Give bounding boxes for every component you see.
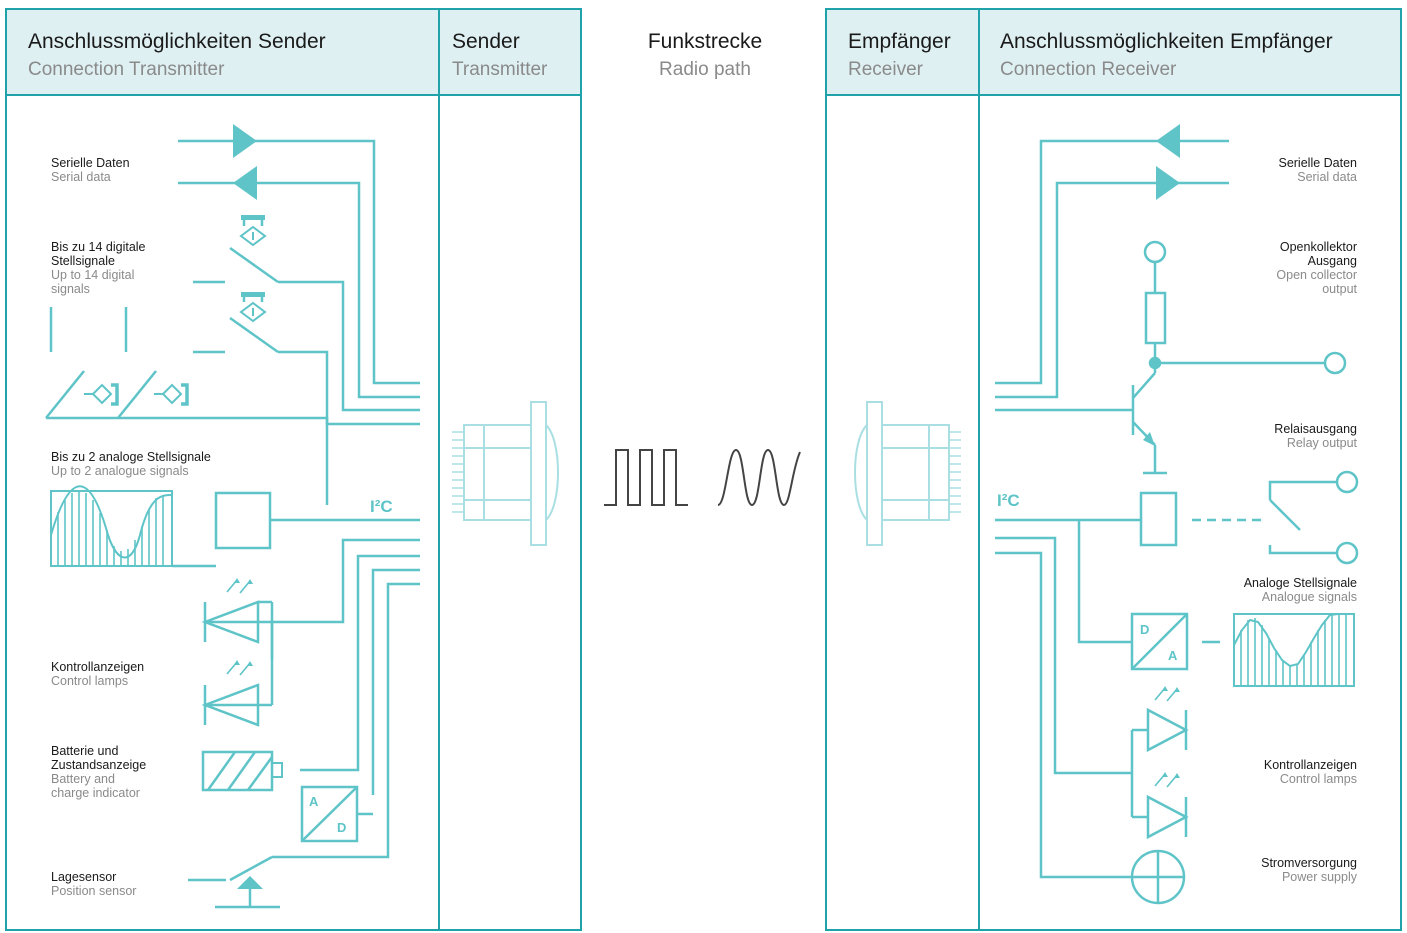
label-lamps-de: Kontrollanzeigen <box>51 660 144 674</box>
header-receiver-en: Receiver <box>848 59 924 80</box>
label-battery-de1: Batterie und <box>51 744 118 758</box>
arrow-left-icon <box>233 166 257 200</box>
receiver-device-icon <box>854 401 961 546</box>
ad-letter-d: D <box>337 820 346 835</box>
i2c-label-left: I²C <box>370 497 393 516</box>
proximity-sensor-icon <box>239 215 267 247</box>
header-receiver-conn-en: Connection Receiver <box>1000 59 1177 80</box>
i2c-box <box>214 491 272 550</box>
battery-icon <box>201 750 283 792</box>
led-icon <box>1132 772 1189 840</box>
rlabel-relay-en: Relay output <box>1287 436 1358 450</box>
da-converter-icon <box>1130 612 1189 671</box>
led-icon <box>201 578 272 644</box>
arrow-right-icon <box>1156 166 1180 200</box>
rlabel-analog-de: Analoge Stellsignale <box>1244 576 1357 590</box>
label-battery-en2: charge indicator <box>51 786 140 800</box>
rlabel-lamps-en: Control lamps <box>1280 772 1357 786</box>
rlabel-oc-en2: output <box>1322 282 1357 296</box>
proximity-sensor-icon <box>84 383 119 406</box>
rlabel-lamps-de: Kontrollanzeigen <box>1264 758 1357 772</box>
label-digital-de2: Stellsignale <box>51 254 115 268</box>
rlabel-serial-de: Serielle Daten <box>1278 156 1357 170</box>
proximity-sensor-icon <box>239 292 267 323</box>
label-lamps-en: Control lamps <box>51 674 128 688</box>
relay-icon <box>995 470 1359 565</box>
analog-signal-icon <box>50 485 173 567</box>
da-letter-a: A <box>1168 648 1178 663</box>
rlabel-oc-de2: Ausgang <box>1308 254 1357 268</box>
analog-wave-icon <box>717 448 801 507</box>
label-serial-en: Serial data <box>51 170 111 184</box>
receiver-labels: Serielle Daten Serial data Openkollektor… <box>1244 156 1358 884</box>
arrow-right-icon <box>233 124 257 158</box>
label-battery-en1: Battery and <box>51 772 115 786</box>
label-digital-de1: Bis zu 14 digitale <box>51 240 146 254</box>
rlabel-analog-en: Analogue signals <box>1262 590 1357 604</box>
analog-output-icon <box>1233 613 1355 687</box>
rlabel-power-de: Stromversorgung <box>1261 856 1357 870</box>
receiver-panel: Empfänger Receiver Anschlussmöglichkeite… <box>825 8 1402 931</box>
transmitter-labels: Serielle Daten Serial data Bis zu 14 dig… <box>51 156 211 898</box>
label-battery-de2: Zustandsanzeige <box>51 758 146 772</box>
label-position-de: Lagesensor <box>51 870 116 884</box>
header-sender-conn-en: Connection Transmitter <box>28 59 225 80</box>
transmitter-panel: Anschlussmöglichkeiten Sender Connection… <box>5 8 582 931</box>
i2c-label-right: I²C <box>997 491 1020 510</box>
label-analog-en: Up to 2 analogue signals <box>51 464 189 478</box>
receiver-circuit <box>995 124 1359 905</box>
header-radio-en: Radio path <box>659 59 751 80</box>
rlabel-oc-de1: Openkollektor <box>1280 240 1357 254</box>
header-sender-en: Transmitter <box>452 59 548 80</box>
position-sensor-icon <box>188 855 280 909</box>
header-sender-de: Sender <box>452 30 520 53</box>
label-position-en: Position sensor <box>51 884 136 898</box>
arrow-left-icon <box>1156 124 1180 158</box>
transmitter-circuit <box>45 124 420 909</box>
ad-letter-a: A <box>309 794 319 809</box>
header-receiver-conn-de: Anschlussmöglichkeiten Empfänger <box>1000 30 1333 53</box>
rlabel-serial-en: Serial data <box>1297 170 1357 184</box>
serial-lines-left <box>178 124 420 399</box>
header-radio-de: Funkstrecke <box>648 30 762 53</box>
label-serial-de: Serielle Daten <box>51 156 130 170</box>
transmitter-device-icon <box>452 401 559 546</box>
rlabel-relay-de: Relaisausgang <box>1274 422 1357 436</box>
proximity-sensor-icon <box>154 383 189 406</box>
open-collector-circuit <box>995 240 1347 475</box>
led-icon <box>1132 686 1189 753</box>
digital-switches <box>45 215 420 505</box>
label-digital-en1: Up to 14 digital <box>51 268 134 282</box>
power-supply-icon <box>1130 849 1186 905</box>
led-icon <box>201 660 272 727</box>
rlabel-oc-en1: Open collector <box>1276 268 1357 282</box>
serial-lines-right <box>995 124 1229 399</box>
header-sender-conn-de: Anschlussmöglichkeiten Sender <box>28 30 326 53</box>
header-receiver-de: Empfänger <box>848 30 951 53</box>
digital-wave-icon <box>604 449 688 506</box>
rlabel-power-en: Power supply <box>1282 870 1358 884</box>
label-digital-en2: signals <box>51 282 90 296</box>
da-letter-d: D <box>1140 622 1149 637</box>
label-analog-de: Bis zu 2 analoge Stellsignale <box>51 450 211 464</box>
